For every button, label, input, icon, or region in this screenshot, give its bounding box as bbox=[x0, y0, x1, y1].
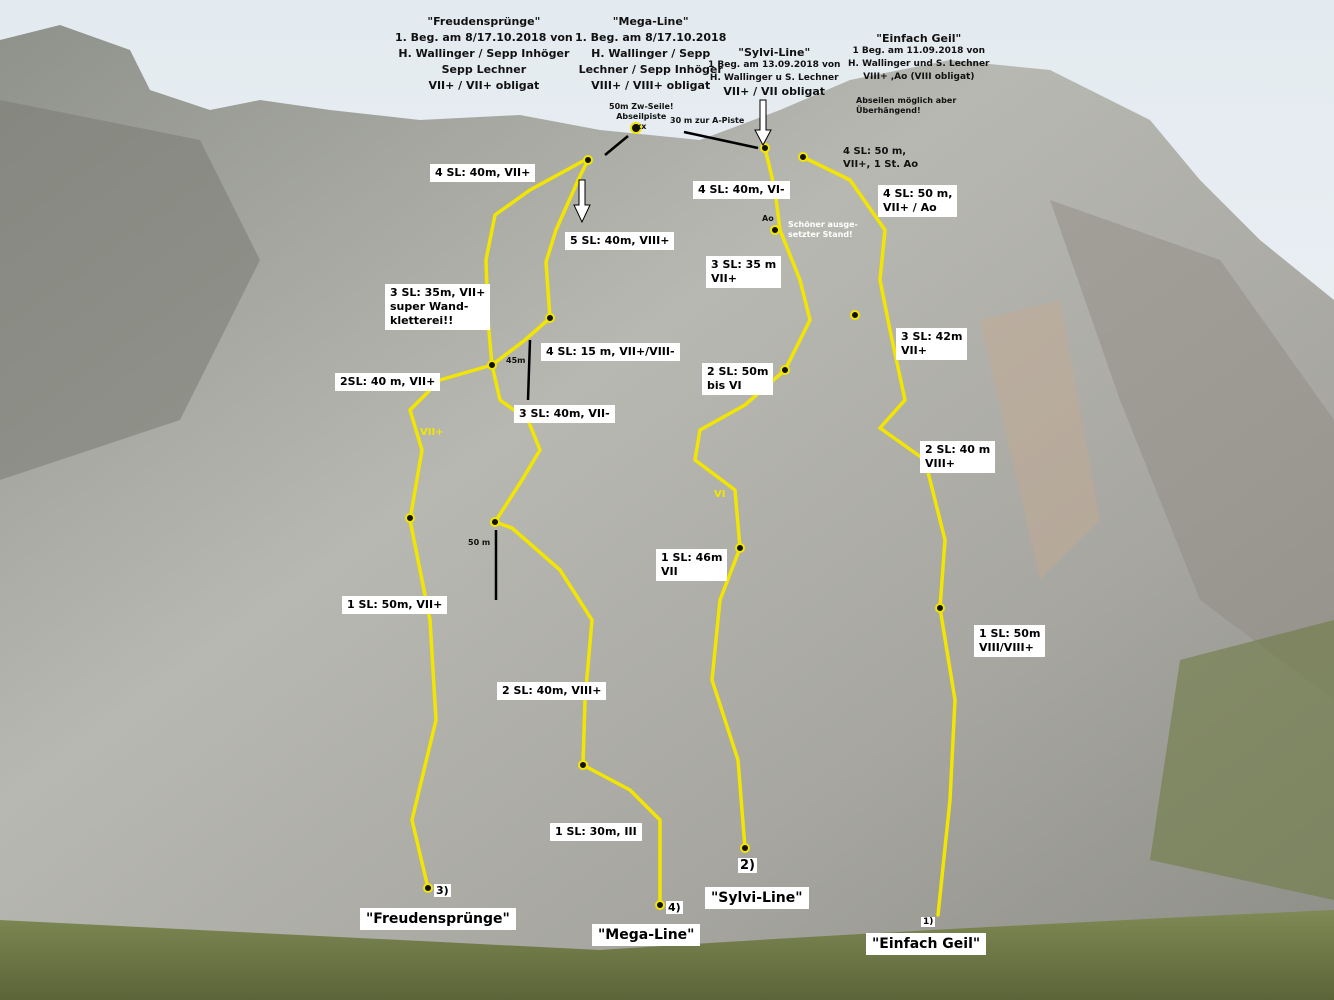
label-line: VIII+ bbox=[925, 457, 956, 470]
label-line: super Wand- bbox=[390, 300, 469, 313]
pitch-label: 3 SL: 35m, VII+ super Wand- kletterei!! bbox=[385, 284, 491, 330]
route-grade: VIII+ ,Ao (VIII obligat) bbox=[863, 72, 975, 82]
label-line: VII+, 1 St. Ao bbox=[843, 159, 919, 170]
route-title: "Freudensprünge" bbox=[427, 15, 541, 28]
grade-note: Ao bbox=[762, 214, 774, 223]
stand-note: Schöner ausge- setzter Stand! bbox=[788, 220, 858, 240]
pitch-label: 1 SL: 50m VIII/VIII+ bbox=[974, 625, 1046, 657]
pitch-label: 2 SL: 40m, VIII+ bbox=[497, 682, 607, 700]
route-freudenspruenge bbox=[408, 158, 587, 890]
route-title: "Sylvi-Line" bbox=[738, 46, 811, 59]
note-line: Überhängend! bbox=[856, 106, 921, 115]
pitch-label: 2 SL: 50m bis VI bbox=[702, 363, 774, 395]
note-line: xx bbox=[636, 122, 647, 131]
route-info: 1 Beg. am 11.09.2018 von bbox=[852, 46, 985, 56]
route-name-freudenspruenge: "Freudensprünge" bbox=[360, 908, 516, 930]
route-info: H. Wallinger und S. Lechner bbox=[848, 59, 990, 69]
distance-note: 45m bbox=[506, 356, 526, 365]
pitch-label: 4 SL: 15 m, VII+/VIII- bbox=[541, 343, 680, 361]
route-title: "Mega-Line" bbox=[612, 15, 689, 28]
route-info: H. Wallinger / Sepp Inhöger bbox=[398, 47, 570, 60]
label-line: kletterei!! bbox=[390, 314, 454, 327]
route-grade: VIII+ / VIII+ obligat bbox=[591, 79, 711, 92]
route-number: 4) bbox=[666, 901, 683, 914]
label-line: VII bbox=[661, 565, 678, 578]
route-grade: VII+ / VII obligat bbox=[723, 85, 826, 98]
grade-note: VI bbox=[714, 489, 726, 500]
pitch-label: 1 SL: 30m, III bbox=[550, 823, 642, 841]
note-line: Abseilpiste bbox=[616, 112, 667, 121]
route-name-megaline: "Mega-Line" bbox=[592, 924, 701, 946]
route-number: 3) bbox=[434, 884, 451, 897]
pitch-label: 2 SL: 40 m VIII+ bbox=[920, 441, 996, 473]
label-line: 1 SL: 46m bbox=[661, 551, 723, 564]
label-line: 4 SL: 50 m, bbox=[843, 146, 907, 157]
note-line: setzter Stand! bbox=[788, 230, 853, 239]
route-info: Lechner / Sepp Inhöger bbox=[578, 63, 723, 76]
meadow bbox=[0, 910, 1334, 1000]
distance-note: 50 m bbox=[468, 538, 491, 547]
route-name-einfachgeil: "Einfach Geil" bbox=[866, 933, 987, 955]
rock-face bbox=[0, 25, 1334, 1000]
note-line: 50m Zw-Seile! bbox=[609, 102, 674, 111]
pitch-label: 4 SL: 40m, VI- bbox=[693, 181, 790, 199]
pitch-label: 4 SL: 50 m, VII+, 1 St. Ao bbox=[843, 145, 918, 171]
header-megaline: "Mega-Line" 1. Beg. am 8/17.10.2018 H. W… bbox=[575, 14, 726, 94]
route-info: 1 Beg. am 13.09.2018 von bbox=[708, 60, 841, 70]
label-line: VII+ bbox=[901, 344, 927, 357]
route-grade: VII+ / VII+ obligat bbox=[428, 79, 540, 92]
route-sylviline bbox=[693, 146, 812, 850]
label-line: 4 SL: 50 m, bbox=[883, 187, 953, 200]
route-number: 2) bbox=[738, 858, 757, 873]
route-megaline-upper bbox=[490, 158, 590, 367]
route-name-sylviline: "Sylvi-Line" bbox=[705, 887, 809, 909]
abseil-note: 50m Zw-Seile! Abseilpiste xx bbox=[609, 102, 674, 132]
header-sylviline: "Sylvi-Line" 1 Beg. am 13.09.2018 von H.… bbox=[708, 46, 840, 98]
header-einfachgeil: "Einfach Geil" 1 Beg. am 11.09.2018 von … bbox=[848, 32, 990, 84]
pitch-label: 3 SL: 42m VII+ bbox=[896, 328, 968, 360]
label-line: VIII/VIII+ bbox=[979, 641, 1034, 654]
label-line: 3 SL: 35 m bbox=[711, 258, 777, 271]
label-line: 3 SL: 35m, VII+ bbox=[390, 286, 486, 299]
route-info: H. Wallinger / Sepp bbox=[591, 47, 711, 60]
abseilen-note: Abseilen möglich aber Überhängend! bbox=[856, 96, 956, 116]
label-line: bis VI bbox=[707, 379, 742, 392]
pitch-label: 4 SL: 50 m, VII+ / Ao bbox=[878, 185, 958, 217]
label-line: VII+ bbox=[711, 272, 737, 285]
pitch-label: 3 SL: 40m, VII- bbox=[514, 405, 615, 423]
grade-note: VII+ bbox=[420, 427, 444, 438]
note-line: Schöner ausge- bbox=[788, 220, 858, 229]
route-info: 1. Beg. am 8/17.10.2018 von bbox=[395, 31, 573, 44]
header-freudenspruenge: "Freudensprünge" 1. Beg. am 8/17.10.2018… bbox=[395, 14, 573, 94]
route-megaline-lower bbox=[490, 363, 662, 907]
route-info: 1. Beg. am 8/17.10.2018 bbox=[575, 31, 727, 44]
route-title: "Einfach Geil" bbox=[876, 32, 962, 45]
pitch-label: 5 SL: 40m, VIII+ bbox=[565, 232, 675, 250]
pitch-label: 3 SL: 35 m VII+ bbox=[706, 256, 782, 288]
route-number: 1) bbox=[921, 917, 936, 927]
pitch-label: 1 SL: 46m VII bbox=[656, 549, 728, 581]
route-info: Sepp Lechner bbox=[441, 63, 527, 76]
pitch-label: 1 SL: 50m, VII+ bbox=[342, 596, 448, 614]
label-line: 1 SL: 50m bbox=[979, 627, 1041, 640]
label-line: 2 SL: 50m bbox=[707, 365, 769, 378]
label-line: 3 SL: 42m bbox=[901, 330, 963, 343]
route-einfachgeil bbox=[801, 155, 957, 917]
a-piste-note: 30 m zur A-Piste bbox=[670, 116, 745, 125]
route-info: H. Wallinger u S. Lechner bbox=[709, 73, 839, 83]
label-line: VII+ / Ao bbox=[883, 201, 937, 214]
pitch-label: 4 SL: 40m, VII+ bbox=[430, 164, 536, 182]
note-line: Abseilen möglich aber bbox=[856, 96, 957, 105]
pitch-label: 2SL: 40 m, VII+ bbox=[335, 373, 441, 391]
label-line: 2 SL: 40 m bbox=[925, 443, 991, 456]
